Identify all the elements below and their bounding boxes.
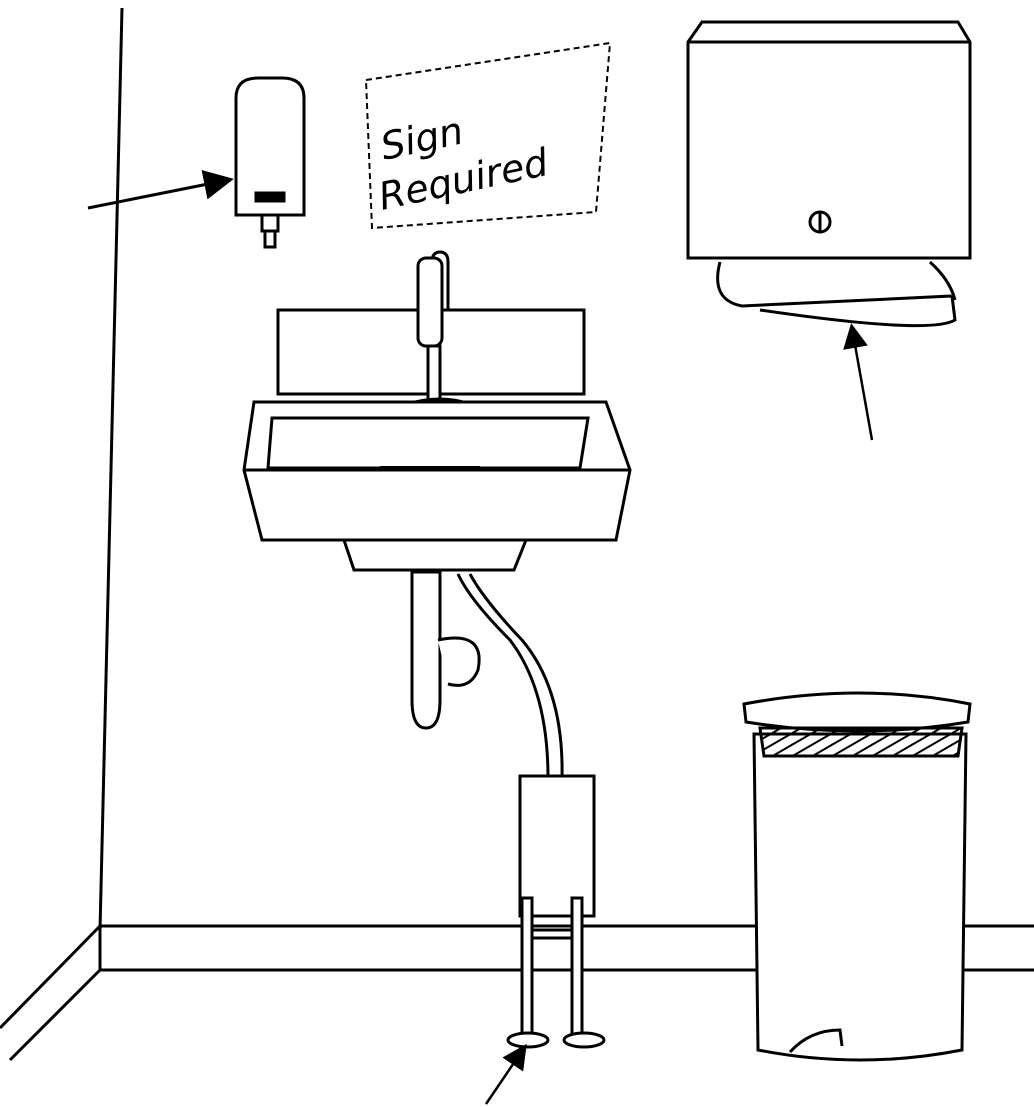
sign-required: Sign Required [366, 43, 610, 228]
towel-dispenser-icon [688, 22, 970, 326]
arrow-icon [852, 328, 872, 440]
foot-pedal-icon [508, 776, 604, 1047]
wall-corner-line [100, 8, 122, 930]
arrow-icon [88, 180, 228, 208]
soap-dispenser-icon [236, 78, 304, 247]
left-baseboard-bottom [10, 970, 100, 1060]
left-baseboard-top [0, 926, 100, 1028]
trash-can-icon [744, 693, 970, 1060]
sink-icon [244, 252, 630, 570]
arrow-icon [486, 1048, 524, 1104]
